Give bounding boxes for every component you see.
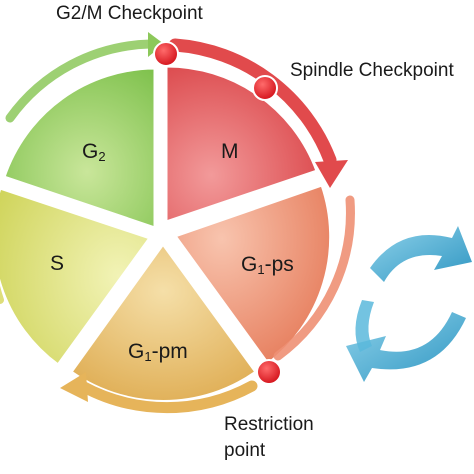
s-label-main: S bbox=[50, 252, 65, 275]
g1-pm-phase-segment bbox=[68, 241, 259, 403]
g2-phase-label: G2 bbox=[82, 140, 106, 164]
g2m-checkpoint-dot bbox=[153, 41, 179, 67]
g2-arc bbox=[5, 39, 155, 123]
m-phase-arrowhead bbox=[315, 160, 348, 188]
g1-pm-phase-label: G1-pm bbox=[128, 340, 188, 364]
cycle-arrow-lower bbox=[346, 312, 466, 382]
g1-ps-arc bbox=[273, 195, 355, 361]
g1-pm-arrowhead bbox=[60, 372, 88, 402]
m-label-main: M bbox=[221, 140, 239, 163]
g1pm-label-main: G bbox=[128, 340, 145, 363]
g1ps-label-suffix: -ps bbox=[264, 253, 294, 276]
g2-label-main: G bbox=[82, 140, 99, 163]
restriction-label-line2: point bbox=[224, 440, 266, 461]
g1pm-label-sub: 1 bbox=[144, 349, 152, 364]
g2m-checkpoint-label: G2/M Checkpoint bbox=[56, 3, 203, 24]
cycle-arrow-left bbox=[355, 300, 374, 352]
g2-label-sub: 2 bbox=[98, 149, 106, 164]
spindle-checkpoint-dot bbox=[252, 75, 278, 101]
s-phase-label: S bbox=[50, 252, 64, 276]
restriction-point-dot bbox=[256, 359, 282, 385]
g1-ps-phase-label: G1-ps bbox=[241, 253, 294, 277]
g1-pm-arc bbox=[76, 380, 258, 414]
restriction-label-line1: Restriction bbox=[224, 414, 314, 435]
g2-phase-segment bbox=[2, 66, 157, 231]
g1ps-label-sub: 1 bbox=[257, 262, 265, 277]
g1ps-label-main: G bbox=[241, 253, 258, 276]
g1pm-label-suffix: -pm bbox=[151, 340, 188, 363]
restriction-point-label: Restriction point bbox=[224, 412, 314, 464]
cycle-arrow-upper bbox=[370, 226, 472, 282]
spindle-checkpoint-label: Spindle Checkpoint bbox=[290, 60, 454, 81]
g2-arc-arrowhead bbox=[148, 32, 164, 57]
m-phase-label: M bbox=[221, 140, 239, 164]
s-phase-segment bbox=[0, 186, 153, 368]
